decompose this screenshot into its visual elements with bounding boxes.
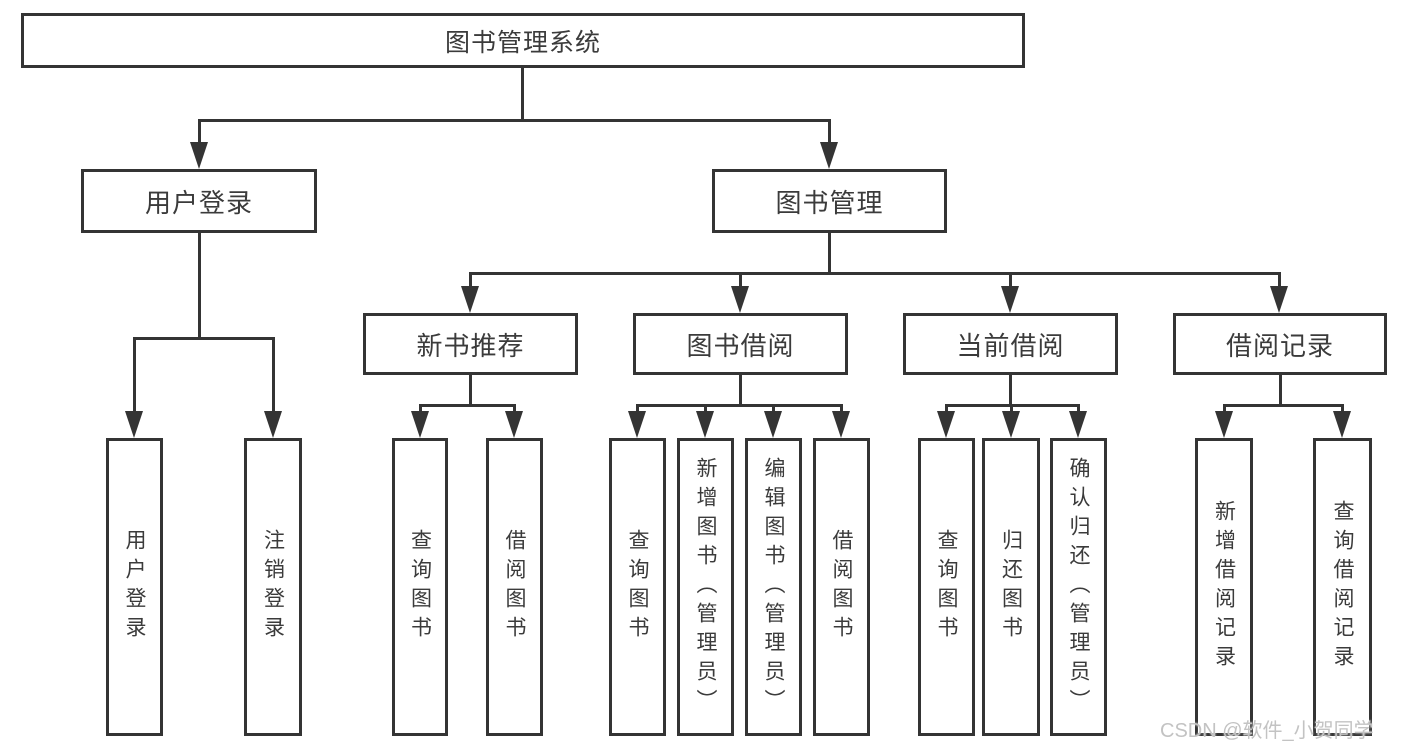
arrow-down-icon: [1069, 411, 1087, 438]
leaf-label: 用户登录: [123, 529, 146, 645]
arrow-down-icon: [1333, 411, 1351, 438]
leaf-label: 归还图书: [999, 529, 1023, 645]
arrow-down-icon: [125, 411, 143, 438]
connector-line: [1341, 404, 1344, 415]
connector-line: [198, 233, 201, 339]
connector-line: [704, 404, 707, 415]
arrow-down-icon: [264, 411, 282, 438]
connector-line: [133, 337, 136, 414]
arrow-down-icon: [505, 411, 523, 438]
leaf-query-books-recommend: 查询图书: [392, 438, 448, 736]
arrow-down-icon: [832, 411, 850, 438]
arrow-down-icon: [461, 286, 479, 313]
connector-line: [469, 375, 472, 406]
arrow-down-icon: [764, 411, 782, 438]
connector-line: [1279, 375, 1282, 406]
connector-line: [1278, 272, 1281, 290]
connector-line: [828, 233, 831, 274]
arrow-down-icon: [1001, 286, 1019, 313]
leaf-label: 新增借阅记录: [1212, 500, 1236, 674]
node-book-borrow: 图书借阅: [633, 313, 848, 375]
arrow-down-icon: [628, 411, 646, 438]
leaf-label: 借阅图书: [503, 529, 526, 645]
connector-line: [636, 404, 843, 407]
connector-line: [840, 404, 843, 415]
node-current-borrow: 当前借阅: [903, 313, 1118, 375]
connector-line: [1009, 272, 1012, 290]
leaf-query-books-borrow: 查询图书: [609, 438, 666, 736]
arrow-down-icon: [696, 411, 714, 438]
node-borrow-records: 借阅记录: [1173, 313, 1387, 375]
connector-line: [419, 404, 516, 407]
connector-line: [828, 119, 831, 145]
leaf-label: 查询图书: [935, 529, 958, 645]
leaf-label: 新增图书（管理员）: [694, 456, 717, 718]
leaf-label: 查询图书: [408, 529, 432, 645]
leaf-query-books-current: 查询图书: [918, 438, 975, 736]
leaf-add-borrow-record: 新增借阅记录: [1195, 438, 1253, 736]
connector-line: [1009, 375, 1012, 406]
leaf-label: 编辑图书（管理员）: [762, 456, 785, 718]
connector-line: [1223, 404, 1226, 415]
connector-line: [469, 272, 472, 290]
connector-line: [198, 119, 831, 122]
connector-line: [1223, 404, 1344, 407]
node-book-management: 图书管理: [712, 169, 947, 233]
node-root: 图书管理系统: [21, 13, 1025, 68]
leaf-edit-books-admin: 编辑图书（管理员）: [745, 438, 802, 736]
leaf-add-books-admin: 新增图书（管理员）: [677, 438, 734, 736]
leaf-label: 查询借阅记录: [1331, 500, 1354, 674]
arrow-down-icon: [190, 142, 208, 169]
connector-line: [272, 337, 275, 414]
arrow-down-icon: [731, 286, 749, 313]
arrow-down-icon: [1270, 286, 1288, 313]
connector-line: [198, 119, 201, 145]
connector-line: [772, 404, 775, 415]
connector-line: [739, 375, 742, 406]
leaf-user-login: 用户登录: [106, 438, 163, 736]
arrow-down-icon: [1215, 411, 1233, 438]
connector-line: [469, 272, 1281, 275]
leaf-query-borrow-record: 查询借阅记录: [1313, 438, 1372, 736]
connector-line: [636, 404, 639, 415]
leaf-borrow-books: 借阅图书: [813, 438, 870, 736]
connector-line: [739, 272, 742, 290]
node-user-login: 用户登录: [81, 169, 317, 233]
csdn-watermark: CSDN @软件_小贺同学: [1160, 720, 1374, 742]
arrow-down-icon: [937, 411, 955, 438]
arrow-down-icon: [820, 142, 838, 169]
connector-line: [133, 337, 275, 340]
leaf-return-books: 归还图书: [982, 438, 1040, 736]
leaf-label: 注销登录: [261, 529, 285, 645]
connector-line: [513, 404, 516, 415]
leaf-label: 借阅图书: [830, 529, 853, 645]
arrow-down-icon: [411, 411, 429, 438]
connector-line: [1077, 404, 1080, 415]
connector-line: [1010, 404, 1013, 415]
leaf-confirm-return-admin: 确认归还（管理员）: [1050, 438, 1107, 736]
leaf-label: 查询图书: [626, 529, 649, 645]
leaf-label: 确认归还（管理员）: [1067, 456, 1090, 718]
node-new-book-recommend: 新书推荐: [363, 313, 578, 375]
arrow-down-icon: [1002, 411, 1020, 438]
connector-line: [419, 404, 422, 415]
connector-line: [521, 68, 524, 121]
leaf-borrow-books-recommend: 借阅图书: [486, 438, 543, 736]
leaf-logout: 注销登录: [244, 438, 302, 736]
connector-line: [945, 404, 948, 415]
